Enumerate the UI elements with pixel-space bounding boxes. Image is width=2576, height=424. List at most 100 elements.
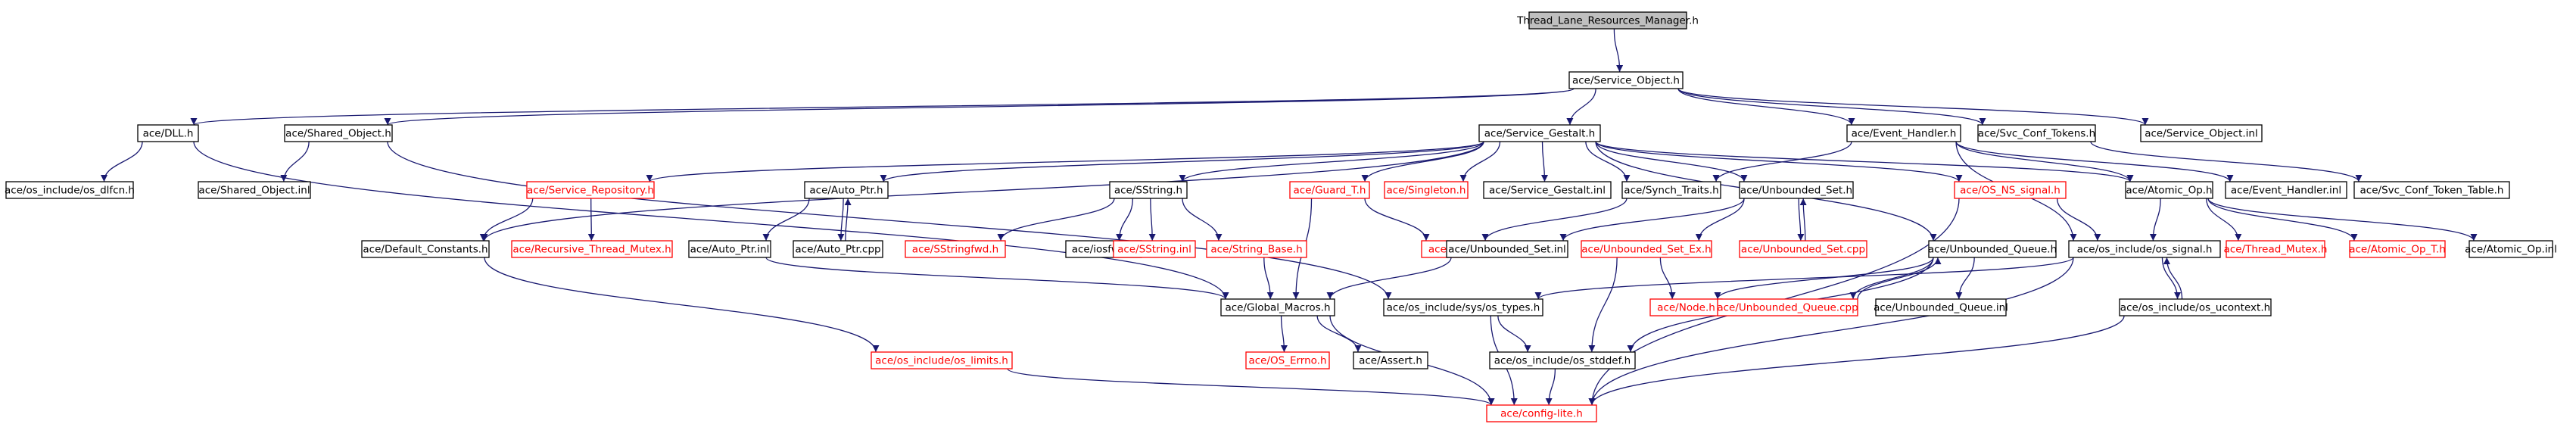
node-os-ns-signal-h[interactable]: ace/OS_NS_signal.h: [1954, 181, 2067, 199]
node-box: [1353, 351, 1428, 369]
node-atomic-op-h[interactable]: ace/Atomic_Op.h: [2125, 181, 2213, 199]
edge-unbounded_set_h-to-unbounded_set_inl: [1559, 198, 1745, 242]
node-label: ace/Atomic_Op_T.h: [2349, 244, 2446, 256]
node-shared-object-h[interactable]: ace/Shared_Object.h: [284, 124, 393, 142]
edge-os_ucontext_h-to-os_signal_h: [2163, 257, 2183, 300]
node-label: ace/Unbounded_Queue.cpp: [1717, 302, 1858, 314]
edge-atomic_op_h-to-atomic_op_inl: [2207, 198, 2478, 242]
node-event-handler-inl[interactable]: ace/Event_Handler.inl: [2225, 181, 2347, 199]
node-service-object-inl[interactable]: ace/Service_Object.inl: [2140, 124, 2263, 142]
node-global-macros-h[interactable]: ace/Global_Macros.h: [1220, 298, 1335, 316]
node-box: [1483, 181, 1612, 199]
edge-service_gestalt_h-to-service_repository_h: [646, 141, 1484, 182]
edge-event_handler_h-to-synch_traits_h: [1712, 141, 1852, 182]
node-auto-ptr-inl[interactable]: ace/Auto_Ptr.inl: [688, 240, 771, 258]
edge-os_signal_h-to-os_ucontext_h: [2161, 257, 2182, 300]
edge-service_object_h-to-service_object_inl: [1677, 88, 2149, 126]
node-unbounded-queue-h[interactable]: ace/Unbounded_Queue.h: [1928, 240, 2057, 258]
node-label: ace/os_include/os_limits.h: [875, 355, 1008, 367]
edge-dll_h-to-global_macros_h: [193, 141, 1229, 300]
node-event-handler-h[interactable]: ace/Event_Handler.h: [1846, 124, 1961, 142]
node-box: [1568, 71, 1684, 89]
edge-sstring_h-to-sstringfwd_h: [997, 198, 1115, 242]
node-sstring-inl[interactable]: ace/SString.inl: [1113, 240, 1196, 258]
node-service-gestalt-h[interactable]: ace/Service_Gestalt.h: [1478, 124, 1601, 142]
node-label: ace/Unbounded_Set.inl: [1448, 244, 1566, 256]
node-label: ace/os_include/os_stddef.h: [1494, 355, 1631, 367]
node-default-constants-h[interactable]: ace/Default_Constants.h: [361, 240, 490, 258]
node-os-ucontext-h[interactable]: ace/os_include/os_ucontext.h: [2119, 298, 2272, 316]
node-unbounded-set-cpp[interactable]: ace/Unbounded_Set.cpp: [1739, 240, 1867, 258]
edge-unbounded_queue_cpp-to-unbounded_queue_h: [1857, 257, 1942, 300]
node-singleton-h[interactable]: ace/Singleton.h: [1384, 181, 1469, 199]
edge-string_base_h-to-global_macros_h: [1263, 257, 1274, 300]
node-atomic-op-inl[interactable]: ace/Atomic_Op.inl: [2465, 240, 2557, 258]
node-box: [1875, 298, 2007, 316]
node-os-signal-h[interactable]: ace/os_include/os_signal.h: [2068, 240, 2221, 258]
node-shared-object-inl[interactable]: ace/Shared_Object.inl: [198, 181, 311, 199]
node-service-gestalt-inl[interactable]: ace/Service_Gestalt.inl: [1483, 181, 1612, 199]
node-synch-traits-h[interactable]: ace/Synch_Traits.h: [1621, 181, 1721, 199]
node-unbounded-queue-cpp[interactable]: ace/Unbounded_Queue.cpp: [1717, 298, 1858, 316]
node-sstringfwd-h[interactable]: ace/SStringfwd.h: [905, 240, 1006, 258]
edge-atomic_op_h-to-atomic_op_t_h: [2207, 198, 2358, 242]
node-string-base-h[interactable]: ace/String_Base.h: [1206, 240, 1307, 258]
node-svc-conf-tokens-h[interactable]: ace/Svc_Conf_Tokens.h: [1977, 124, 2096, 142]
node-node-h[interactable]: ace/Node.h: [1649, 298, 1723, 316]
edge-service_gestalt_h-to-auto_ptr_h: [880, 141, 1484, 182]
node-label: ace/config-lite.h: [1500, 408, 1583, 420]
node-svc-conf-token-table-h[interactable]: ace/Svc_Conf_Token_Table.h: [2353, 181, 2510, 199]
node-auto-ptr-h[interactable]: ace/Auto_Ptr.h: [804, 181, 889, 199]
node-label: ace/String_Base.h: [1210, 244, 1302, 256]
edge-service_gestalt_h-to-default_constants_h: [481, 141, 1484, 242]
edge-sstring_h-to-string_base_h: [1182, 198, 1223, 242]
node-unbounded-queue-inl[interactable]: ace/Unbounded_Queue.inl: [1874, 298, 2008, 316]
node-label: ace/Unbounded_Set.cpp: [1741, 244, 1865, 256]
node-box: [1739, 240, 1867, 258]
node-config-lite-h[interactable]: ace/config-lite.h: [1486, 404, 1597, 422]
node-label: ace/Assert.h: [1359, 355, 1422, 367]
node-label: Thread_Lane_Resources_Manager.h: [1516, 15, 1699, 27]
edge-shared_object_h-to-shared_object_inl: [280, 141, 310, 182]
node-unbounded-set-h[interactable]: ace/Unbounded_Set.h: [1739, 181, 1854, 199]
node-os-dlfcn-h[interactable]: ace/os_include/os_dlfcn.h: [5, 181, 135, 199]
node-label: ace/DLL.h: [143, 128, 194, 140]
node-guard-t-h[interactable]: ace/Guard_T.h: [1289, 181, 1370, 199]
node-os-limits-h[interactable]: ace/os_include/os_limits.h: [871, 351, 1013, 369]
node-service-object-h[interactable]: ace/Service_Object.h: [1568, 71, 1684, 89]
edge-sstring_h-to-iosfwd_h: [1116, 198, 1133, 242]
edge-sstring_h-to-sstring_inl: [1148, 198, 1156, 242]
node-recursive-thread-mutex-h[interactable]: ace/Recursive_Thread_Mutex.h: [511, 240, 673, 258]
node-box: [1739, 181, 1854, 199]
node-os-errno-h[interactable]: ace/OS_Errno.h: [1245, 351, 1330, 369]
node-dll-h[interactable]: ace/DLL.h: [137, 124, 199, 142]
node-label: ace/Event_Handler.inl: [2231, 185, 2341, 197]
node-label: ace/Unbounded_Queue.h: [1928, 244, 2057, 256]
edge-service_gestalt_h-to-sstring_h: [1179, 141, 1484, 182]
node-service-repository-h[interactable]: ace/Service_Repository.h: [526, 181, 655, 199]
node-atomic-op-t-h[interactable]: ace/Atomic_Op_T.h: [2349, 240, 2446, 258]
node-unbounded-set-ex-h[interactable]: ace/Unbounded_Set_Ex.h: [1581, 240, 1712, 258]
node-label: ace/Auto_Ptr.inl: [690, 244, 770, 256]
node-box: [1384, 181, 1469, 199]
node-box: [198, 181, 311, 199]
edge-auto_ptr_cpp-to-auto_ptr_h: [844, 198, 852, 242]
node-assert-h[interactable]: ace/Assert.h: [1353, 351, 1428, 369]
node-sys-types-h[interactable]: ace/os_include/sys/os_types.h: [1383, 298, 1543, 316]
edge-auto_ptr_h-to-auto_ptr_cpp: [837, 198, 845, 242]
node-box: [804, 181, 889, 199]
node-auto-ptr-cpp[interactable]: ace/Auto_Ptr.cpp: [793, 240, 883, 258]
edge-os_stddef_h-to-config_lite_h: [1545, 368, 1556, 406]
node-box: [1581, 240, 1712, 258]
node-unbounded-set-inl[interactable]: ace/Unbounded_Set.inl: [1446, 240, 1568, 258]
node-box: [2225, 181, 2347, 199]
node-label: ace/Unbounded_Set_Ex.h: [1581, 244, 1711, 256]
node-label: ace/OS_Errno.h: [1248, 355, 1326, 367]
node-os-stddef-h[interactable]: ace/os_include/os_stddef.h: [1489, 351, 1636, 369]
node-sstring-h[interactable]: ace/SString.h: [1109, 181, 1188, 199]
node-thread-mutex-h[interactable]: ace/Thread_Mutex.h: [2224, 240, 2328, 258]
node-box: [2125, 181, 2213, 199]
edge-service_gestalt_h-to-singleton_h: [1459, 141, 1501, 182]
edge-unbounded_queue_h-to-unbounded_queue_cpp: [1849, 257, 1934, 300]
edge-default_constants_h-to-os_limits_h: [484, 257, 880, 353]
